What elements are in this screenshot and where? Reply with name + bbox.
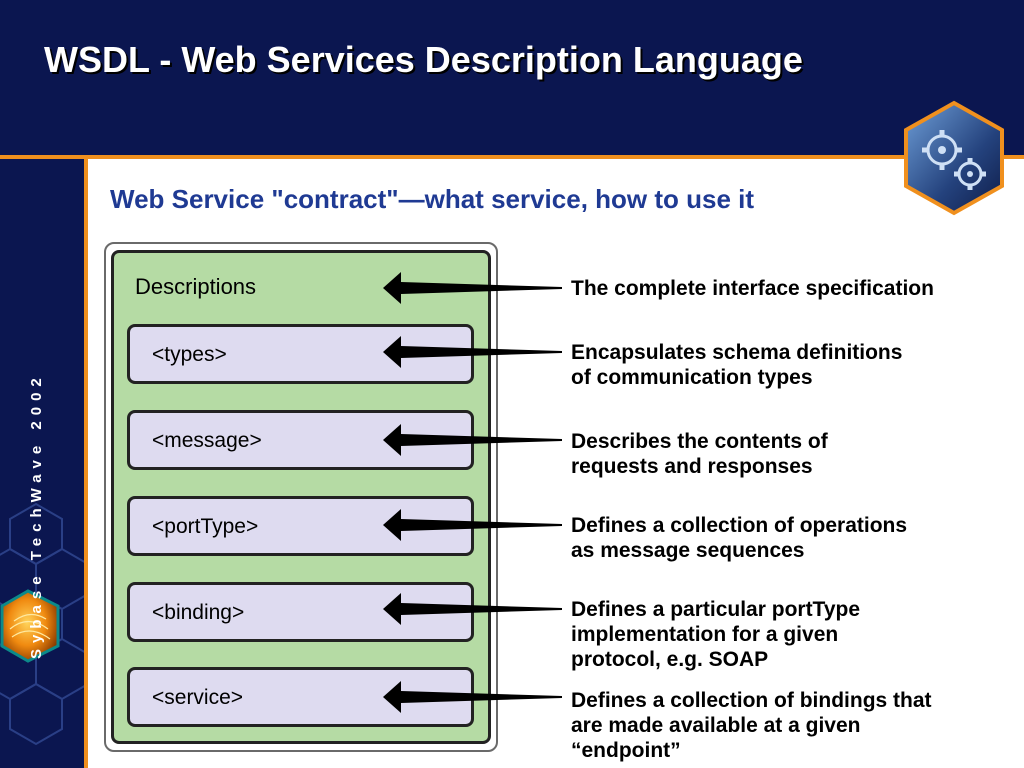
porttype-label: <portType>: [152, 515, 259, 538]
message-description: Describes the contents of requests and r…: [571, 430, 828, 478]
slide-title: WSDL - Web Services Description Language: [44, 39, 803, 80]
arrow-left-icon: [383, 681, 562, 713]
hexagon-decoration-icon: [0, 502, 84, 746]
arrow-left-icon: [383, 272, 562, 304]
porttype-description: Defines a collection of operations as me…: [571, 514, 908, 562]
types-label: <types>: [152, 343, 227, 366]
message-label: <message>: [152, 429, 262, 452]
sidebar: Sybase TechWave 2002: [0, 159, 84, 768]
arrow-left-icon: [383, 509, 562, 541]
service-label: <service>: [152, 686, 244, 709]
arrow-left-icon: [383, 336, 562, 368]
descriptions-description: The complete interface specification: [571, 277, 934, 300]
arrow-left-icon: [383, 593, 562, 625]
types-description: Encapsulates schema definitions of commu…: [571, 341, 903, 389]
arrow-left-icon: [383, 424, 562, 456]
header-accent-line: [0, 155, 1024, 159]
binding-description: Defines a particular portType implementa…: [571, 598, 861, 671]
service-description: Defines a collection of bindings that ar…: [571, 689, 932, 762]
gear-logo-icon: [904, 100, 1004, 216]
binding-label: <binding>: [152, 601, 245, 624]
slide-subtitle: Web Service "contract"—what service, how…: [110, 184, 755, 214]
sidebar-accent-line: [84, 155, 88, 768]
message-box: <message>: [127, 410, 474, 470]
descriptions-label: Descriptions: [135, 274, 257, 299]
header-banner: [0, 0, 1024, 155]
